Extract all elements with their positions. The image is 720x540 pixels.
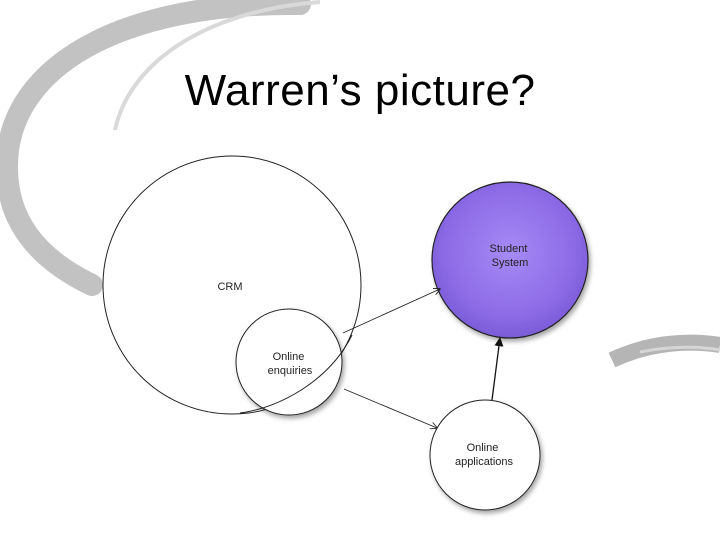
student-system-circle xyxy=(431,181,589,339)
online-enquiries-label: Online enquiries xyxy=(268,351,313,377)
slide-title: Warren’s picture? xyxy=(184,66,536,115)
online-enquiries-label-line1: Online xyxy=(273,351,305,363)
online-applications-label-line1: Online xyxy=(467,442,499,454)
crm-outline-overlap xyxy=(239,334,353,414)
arrow-enquiries-to-applications xyxy=(343,388,437,428)
online-applications-label-line2: applications xyxy=(455,456,514,468)
online-enquiries-label-line2: enquiries xyxy=(268,365,313,377)
online-applications-label: Online applications xyxy=(455,442,514,468)
student-system-label-line2: System xyxy=(492,257,529,269)
arrow-enquiries-to-student-system xyxy=(342,289,440,334)
arrow-applications-to-student-system xyxy=(491,337,504,401)
online-applications-circle xyxy=(429,399,541,511)
crm-label: CRM xyxy=(217,281,242,293)
online-enquiries-circle xyxy=(235,308,343,416)
student-system-label: Student System xyxy=(490,243,531,269)
student-system-label-line1: Student xyxy=(490,243,528,255)
